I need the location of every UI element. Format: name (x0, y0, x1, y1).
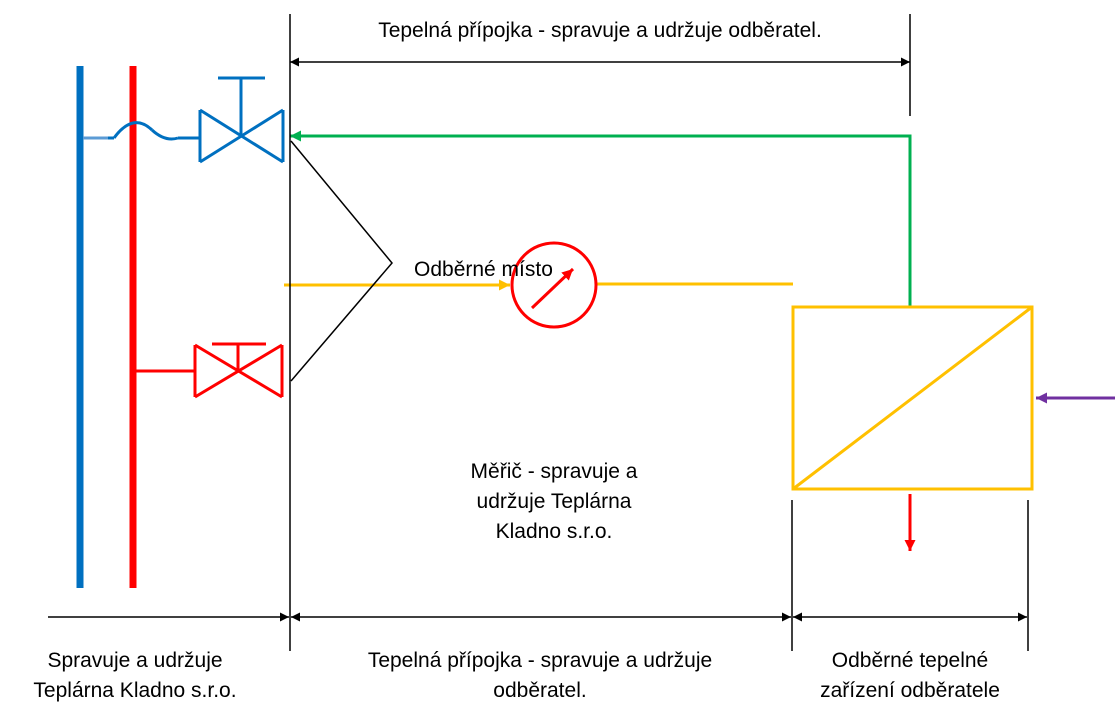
bottom-middle-label-line-2: odběratel. (493, 679, 587, 702)
bottom-middle-label: Tepelná přípojka - spravuje a udržuje od… (310, 646, 770, 706)
return-line (290, 130, 912, 307)
heat-exchanger-icon (791, 305, 1034, 491)
bottom-right-label-line-1: Odběrné tepelné (831, 649, 989, 672)
meter-label-line-3: Kladno s.r.o. (495, 520, 613, 543)
bottom-right-label-line-2: zařízení odběratele (820, 679, 1000, 702)
return-branch (83, 121, 200, 141)
meter-label-line-1: Měřič - spravuje a (470, 460, 638, 483)
heat-meter-icon (510, 241, 598, 329)
meter-label: Měřič - spravuje a udržuje Teplárna Klad… (444, 457, 664, 547)
bottom-left-label-line-2: Teplárna Kladno s.r.o. (33, 679, 237, 702)
bottom-right-label: Odběrné tepelné zařízení odběratele (800, 646, 1020, 706)
supply-valve-icon (193, 342, 284, 399)
connection-point-label: Odběrné místo (414, 258, 553, 281)
bottom-middle-label-line-1: Tepelná přípojka - spravuje a udržuje (367, 649, 713, 672)
return-valve-icon (198, 76, 285, 164)
dimension-lines (289, 14, 1029, 651)
connection-point-bracket (290, 140, 393, 382)
bottom-left-label-line-1: Spravuje a udržuje (47, 649, 223, 672)
bottom-left-label: Spravuje a udržuje Teplárna Kladno s.r.o… (10, 646, 260, 706)
meter-label-line-2: udržuje Teplárna (476, 490, 632, 513)
top-dimension-label: Tepelná přípojka - spravuje a udržuje od… (378, 19, 822, 42)
